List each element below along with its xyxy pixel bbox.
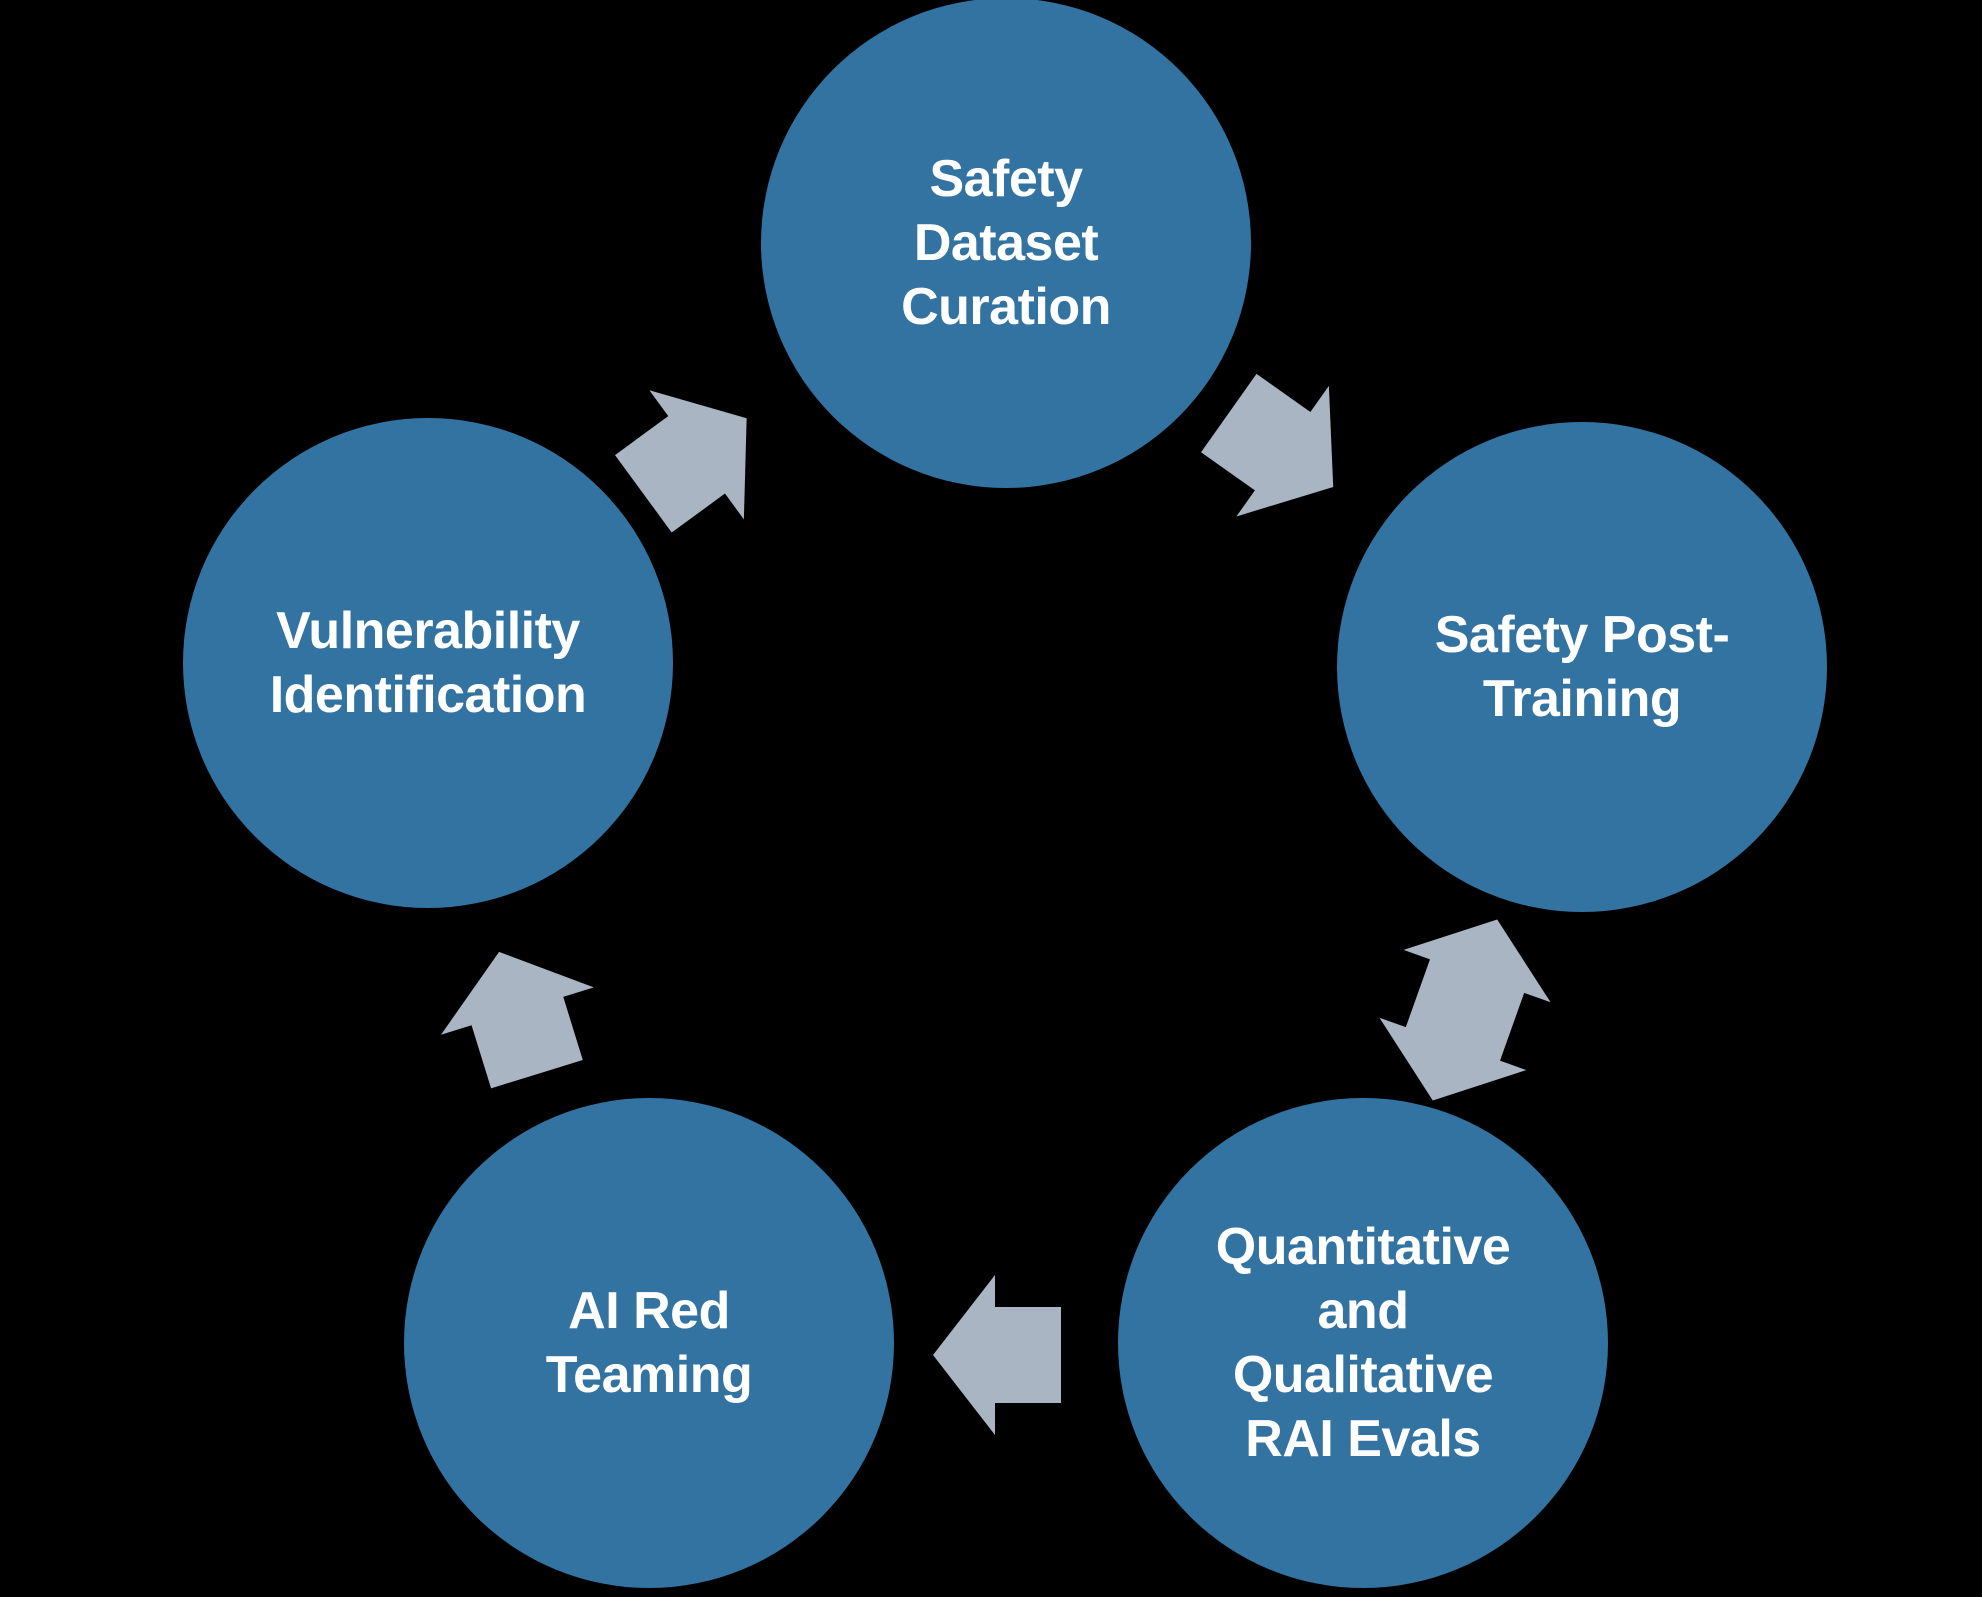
node-label-line: Dataset xyxy=(913,214,1099,272)
node-safety-dataset-curation: Safety Dataset Curation xyxy=(761,0,1251,488)
arrow-curation-to-post-training xyxy=(1201,373,1334,517)
node-label-line: Qualitative xyxy=(1232,1346,1494,1404)
node-quantitative-qualitative-rai-evals: Quantitative and Qualitative RAI Evals xyxy=(1118,1098,1608,1588)
node-label-line: Teaming xyxy=(545,1346,753,1404)
arrow-rai-evals-to-red-teaming xyxy=(933,1275,1061,1435)
node-label-line: Training xyxy=(1482,670,1682,728)
node-label-line: Curation xyxy=(901,278,1111,336)
arrow-red-teaming-to-vulnerability xyxy=(440,951,594,1089)
arrow-post-training-rai-evals-double xyxy=(1379,919,1551,1101)
node-label-line: and xyxy=(1317,1282,1409,1340)
node-label-line: Vulnerability xyxy=(276,602,580,660)
node-label-line: Safety xyxy=(929,150,1083,208)
node-label-line: AI Red xyxy=(568,1282,730,1340)
node-label-line: RAI Evals xyxy=(1245,1410,1481,1468)
node-label-line: Quantitative xyxy=(1215,1218,1511,1276)
node-label-line: Safety Post- xyxy=(1434,606,1730,664)
node-safety-post-training: Safety Post- Training xyxy=(1337,422,1827,912)
node-label-line: Identification xyxy=(269,666,587,724)
node-ai-red-teaming: AI Red Teaming xyxy=(404,1098,894,1588)
node-vulnerability-identification: Vulnerability Identification xyxy=(183,418,673,908)
arrow-vulnerability-to-curation xyxy=(615,390,747,533)
